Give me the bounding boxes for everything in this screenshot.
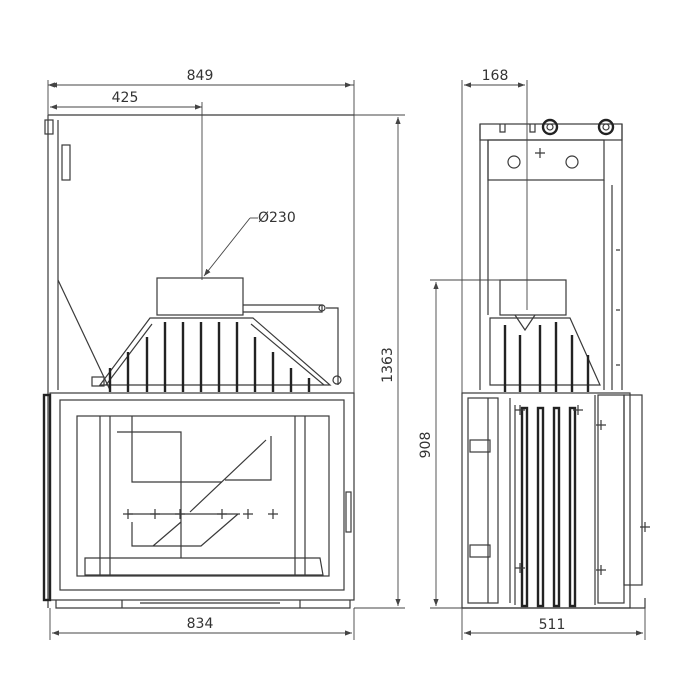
flue-collar: [156, 277, 244, 316]
side-view: [461, 118, 650, 609]
fins: [108, 322, 311, 392]
dim-flue-diameter: Ø230: [258, 210, 296, 226]
side-dimensions: 168 908 511: [418, 68, 646, 640]
dim-body-height: 908: [418, 432, 434, 459]
dim-overall-height: 1363: [380, 347, 396, 383]
door-frame: [49, 392, 355, 601]
crosshair-marks: [123, 509, 278, 519]
front-dimensions: 849 425 Ø230 1363 834: [48, 68, 405, 640]
dim-overall-width: 849: [187, 68, 214, 84]
dim-top-offset: 168: [482, 68, 509, 84]
side-slots: [520, 406, 577, 608]
dim-depth: 511: [539, 617, 566, 633]
dim-center-offset: 425: [112, 90, 139, 106]
glass: [76, 415, 330, 577]
side-fins: [503, 322, 590, 392]
dim-base-width: 834: [187, 616, 214, 632]
front-view: [42, 114, 355, 609]
